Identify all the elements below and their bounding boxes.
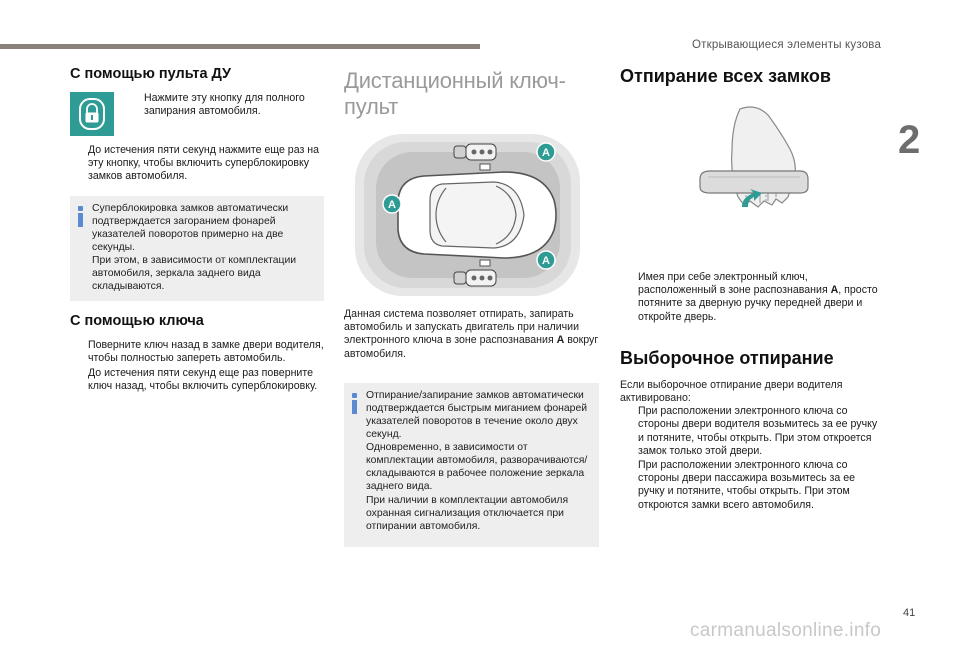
column-unlocking: Отпирание всех замков Имея при себе элек…	[620, 66, 878, 513]
list-item-text: При расположении электронного ключа со с…	[638, 459, 856, 511]
page-number: 41	[903, 607, 916, 619]
column-keyless: Дистанционный ключ-пульт	[344, 66, 599, 547]
car-zone-illustration: A A A	[354, 130, 584, 300]
list-item-text: До истечения пяти секунд еще раз поверни…	[88, 366, 318, 392]
bullet-list: Имея при себе электронный ключ, располож…	[620, 271, 878, 324]
top-bar	[0, 44, 480, 49]
svg-text:A: A	[542, 255, 550, 267]
chapter-title: Открывающиеся элементы кузова	[692, 39, 882, 51]
lock-button-row: Нажмите эту кнопку для полного запирания…	[70, 92, 324, 136]
info-text: При этом, в зависимости от комплектации …	[92, 254, 297, 293]
list-item-text: При расположении электронного ключа со с…	[638, 405, 878, 457]
list-item: Нажмите эту кнопку для полного запирания…	[126, 92, 324, 118]
info-box-keyless: Отпирание/запирание замков автоматически…	[344, 382, 599, 547]
bullet-list: При расположении электронного ключа со с…	[620, 405, 878, 512]
section-title-keyless: Дистанционный ключ-пульт	[344, 68, 566, 119]
list-item: Имея при себе электронный ключ, располож…	[638, 271, 878, 323]
bullet-list: До истечения пяти секунд нажмите еще раз…	[70, 144, 324, 184]
svg-text:A: A	[542, 147, 550, 159]
chapter-number: 2	[898, 118, 921, 162]
column-remote-lock: С помощью пульта ДУ Нажмите эту кнопку д…	[70, 66, 324, 394]
info-icon	[77, 205, 83, 227]
info-text: Отпирание/запирание замков автоматически…	[366, 389, 588, 441]
keyless-description: Данная система позволяет отпирать, запир…	[344, 308, 599, 360]
door-handle-illustration	[696, 101, 812, 261]
section-title-selective: Выборочное отпирание	[620, 347, 834, 368]
key-fob-icon	[453, 269, 497, 287]
door-handle-icon	[699, 170, 809, 201]
selective-intro: Если выборочное отпирание двери водителя…	[620, 378, 843, 405]
bullet-list: Нажмите эту кнопку для полного запирания…	[126, 92, 324, 136]
pull-arrow-icon	[742, 189, 762, 207]
key-fob-icon	[453, 143, 497, 161]
zone-marker-icon: A	[536, 250, 556, 270]
info-text: При наличии в комплектации автомобиля ох…	[366, 494, 569, 532]
info-box-superlock: Суперблокировка замков автоматически под…	[70, 195, 324, 302]
padlock-icon	[70, 92, 114, 136]
list-item: При расположении электронного ключа со с…	[620, 405, 878, 458]
list-item-text: Нажмите эту кнопку для полного запирания…	[144, 92, 305, 118]
info-text: Одновременно, в зависимости от комплекта…	[366, 442, 588, 493]
list-item: Поверните ключ назад в замке двери водит…	[70, 339, 324, 365]
svg-text:A: A	[388, 199, 396, 211]
list-item: До истечения пяти секунд нажмите еще раз…	[70, 144, 324, 184]
info-icon	[351, 392, 357, 414]
bullet-list: Поверните ключ назад в замке двери водит…	[70, 339, 324, 393]
list-item: До истечения пяти секунд еще раз поверни…	[70, 367, 324, 393]
zone-marker-icon: A	[382, 194, 402, 214]
list-item-text: До истечения пяти секунд нажмите еще раз…	[88, 144, 320, 183]
info-text: Суперблокировка замков автоматически под…	[92, 202, 289, 253]
section-title-key: С помощью ключа	[70, 313, 204, 330]
section-title-unlock-all: Отпирание всех замков	[620, 66, 831, 86]
watermark: carmanualsonline.info	[690, 620, 882, 641]
zone-marker-icon: A	[536, 142, 556, 162]
car-icon	[397, 163, 557, 267]
section-title-remote: С помощью пульта ДУ	[70, 66, 232, 82]
list-item: При расположении электронного ключа со с…	[620, 459, 878, 512]
list-item-text: Поверните ключ назад в замке двери водит…	[88, 339, 324, 365]
